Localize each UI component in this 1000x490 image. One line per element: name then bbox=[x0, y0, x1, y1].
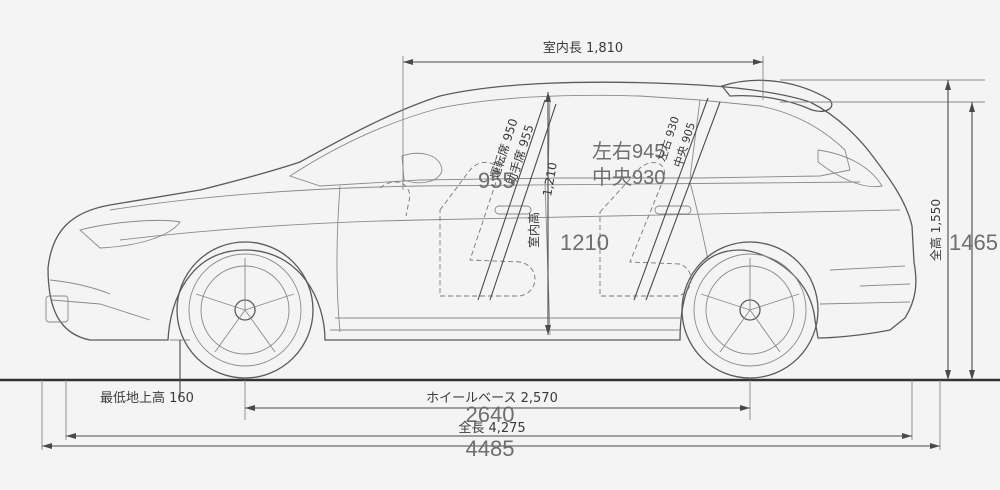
overall-height-big-label: 1465 bbox=[949, 230, 998, 255]
overall-height-label: 全高 1,550 bbox=[928, 199, 943, 261]
rear-seat-dimension: 左右945 中央930 左右 930 中央 905 bbox=[592, 97, 721, 301]
rear-center-label: 中央930 bbox=[592, 166, 665, 189]
wheelbase-big-label: 2640 bbox=[466, 402, 515, 427]
interior-length-label: 室内長 1,810 bbox=[543, 40, 623, 56]
interior-length-dimension: 室内長 1,810 bbox=[402, 40, 764, 190]
rear-left-right-label: 左右945 bbox=[592, 140, 665, 163]
overall-length-label: 全長 4,275 bbox=[458, 420, 525, 436]
rear-wheel bbox=[681, 241, 819, 379]
interior-height-label: 室内高 bbox=[526, 212, 541, 248]
wheelbase-dimension: ホイールベース 2,570 2640 bbox=[244, 380, 751, 427]
front-seat-big-label: 955 bbox=[478, 168, 515, 193]
overall-length-dimension: 全長 4,275 4485 bbox=[41, 380, 941, 461]
ground-clearance-label: 最低地上高 160 bbox=[100, 390, 194, 406]
interior-height-big-label: 1210 bbox=[560, 230, 609, 255]
ground-clearance-dimension: 最低地上高 160 bbox=[100, 339, 194, 406]
overall-height-dimension: 全高 1,550 1465 bbox=[780, 79, 998, 380]
interior-height-dimension: 室内高 1,210 1210 bbox=[526, 92, 609, 335]
wheelbase-label: ホイールベース 2,570 bbox=[426, 391, 558, 406]
interior-height-value: 1,210 bbox=[540, 161, 560, 197]
overall-length-big-label: 4485 bbox=[466, 436, 515, 461]
car-outline bbox=[45, 79, 917, 341]
front-wheel bbox=[176, 241, 314, 379]
